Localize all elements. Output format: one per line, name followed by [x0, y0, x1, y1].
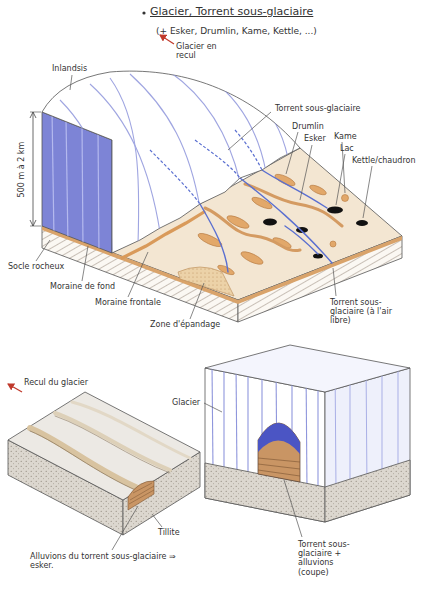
- lake: [263, 219, 277, 226]
- label-text: Zone d'épandage: [150, 320, 220, 329]
- label-text: Tillite: [158, 528, 180, 537]
- ice-streak: [52, 110, 54, 240]
- label-text: Moraine de fond: [50, 282, 115, 291]
- ice-streak: [98, 130, 99, 256]
- alluvium-layer: [258, 470, 300, 476]
- ice-flow-line: [210, 78, 266, 172]
- land-surface: [8, 392, 200, 500]
- label-text: Kame: [334, 132, 357, 141]
- label-text: Recul du glacier: [24, 378, 88, 387]
- label-text: 500 m à 2 km: [17, 142, 26, 198]
- ground-moraine-band: [238, 236, 402, 304]
- torrent-stream: [200, 204, 228, 272]
- alluvium-layer: [258, 458, 300, 462]
- esker-ridge: [205, 208, 300, 251]
- esker-ridge: [245, 184, 342, 226]
- leader-line: [363, 166, 372, 218]
- lake: [327, 207, 343, 214]
- leader-line: [70, 75, 72, 90]
- leader-line: [286, 132, 298, 174]
- ice-streak: [82, 124, 83, 250]
- dimension-tick: [30, 226, 41, 227]
- ice-flow-line: [170, 72, 240, 182]
- torrent-stream: [240, 178, 332, 263]
- retreat-arrow: [160, 35, 174, 44]
- ice-flow-line: [110, 78, 139, 244]
- kettle: [356, 220, 368, 226]
- subglacial-torrent: [235, 130, 262, 170]
- title-text: Glacier, Torrent sous-glaciaire: [150, 6, 313, 19]
- ice-flow-line: [250, 92, 288, 158]
- ice-streak: [66, 118, 68, 246]
- leader-line: [284, 480, 302, 537]
- ice-streak: [317, 365, 318, 490]
- ice-streak: [335, 360, 336, 490]
- label-text: Alluvions du torrent sous-glaciaire ⇒ es…: [30, 552, 188, 570]
- drumlin: [274, 172, 297, 188]
- ice-streak: [306, 365, 307, 490]
- leader-line: [336, 154, 345, 205]
- label-text: Glacier en recul: [176, 42, 218, 60]
- ice-streak: [223, 365, 224, 470]
- leader-line: [152, 514, 162, 527]
- label-text: Torrent sous-glaciaire + alluvions (coup…: [298, 540, 364, 577]
- tunnel-water: [258, 423, 300, 454]
- label-text: Drumlin: [292, 122, 324, 131]
- tunnel-alluvium: [258, 423, 300, 482]
- leader-line: [333, 268, 336, 296]
- label-text: Socle rocheux: [8, 262, 64, 271]
- ice-flow-line: [130, 74, 200, 208]
- ice-sheet: [42, 71, 300, 253]
- dimension-arrow: [30, 220, 36, 226]
- till-side-face: [325, 460, 410, 522]
- alluvium-layer: [258, 464, 300, 469]
- label-text: (+ Esker, Drumlin, Kame, Kettle, ...): [156, 26, 317, 36]
- ice-streak: [350, 360, 351, 490]
- ice-streak: [366, 360, 367, 490]
- leader-line: [82, 246, 88, 281]
- dimension-arrow: [30, 112, 36, 118]
- leader-line: [228, 112, 271, 150]
- drumlin: [217, 263, 236, 276]
- alluvium-layer: [133, 483, 152, 493]
- leader-line: [204, 403, 222, 412]
- label-text: Glacier: [172, 398, 200, 407]
- esker-shadow: [55, 416, 170, 473]
- drumlin: [225, 213, 250, 230]
- dimension-line: [33, 112, 34, 226]
- ice-streak: [212, 365, 213, 470]
- label-text: Kettle/chaudron: [352, 156, 415, 165]
- torrent-stream: [285, 226, 318, 254]
- label-text: Esker: [304, 134, 326, 143]
- esker-section: [128, 481, 154, 510]
- esker-ridge: [30, 428, 140, 489]
- drumlin: [308, 183, 327, 196]
- esker-ridge: [72, 402, 190, 458]
- leader-line: [112, 506, 138, 550]
- kame-mound: [342, 195, 349, 202]
- alluvium-layer: [129, 490, 154, 504]
- label-text: Torrent sous-glaciaire (à l'air libre): [330, 298, 400, 326]
- drumlin: [239, 249, 264, 266]
- title-bullet: [142, 11, 145, 14]
- ice-streak: [236, 365, 237, 475]
- ice-flow-line: [60, 100, 112, 250]
- label-text: Moraine frontale: [95, 298, 161, 307]
- retreat-arrow: [8, 384, 22, 392]
- leader-line: [190, 283, 204, 319]
- esker-ridge: [55, 413, 170, 470]
- label-text: Inlandsis: [52, 64, 87, 73]
- esker-shadow: [30, 431, 140, 492]
- leader-line: [128, 252, 148, 297]
- torrent-stream: [262, 170, 327, 208]
- label-text: Lac: [340, 144, 354, 153]
- dimension-tick: [30, 112, 41, 113]
- subglacial-torrent: [150, 150, 200, 204]
- leader-line: [300, 145, 312, 200]
- ice-side-face: [325, 368, 410, 522]
- kame-mound: [330, 241, 336, 247]
- label-text: Torrent sous-glaciaire: [275, 104, 361, 113]
- leader-line: [36, 240, 50, 261]
- ice-streak: [247, 365, 248, 478]
